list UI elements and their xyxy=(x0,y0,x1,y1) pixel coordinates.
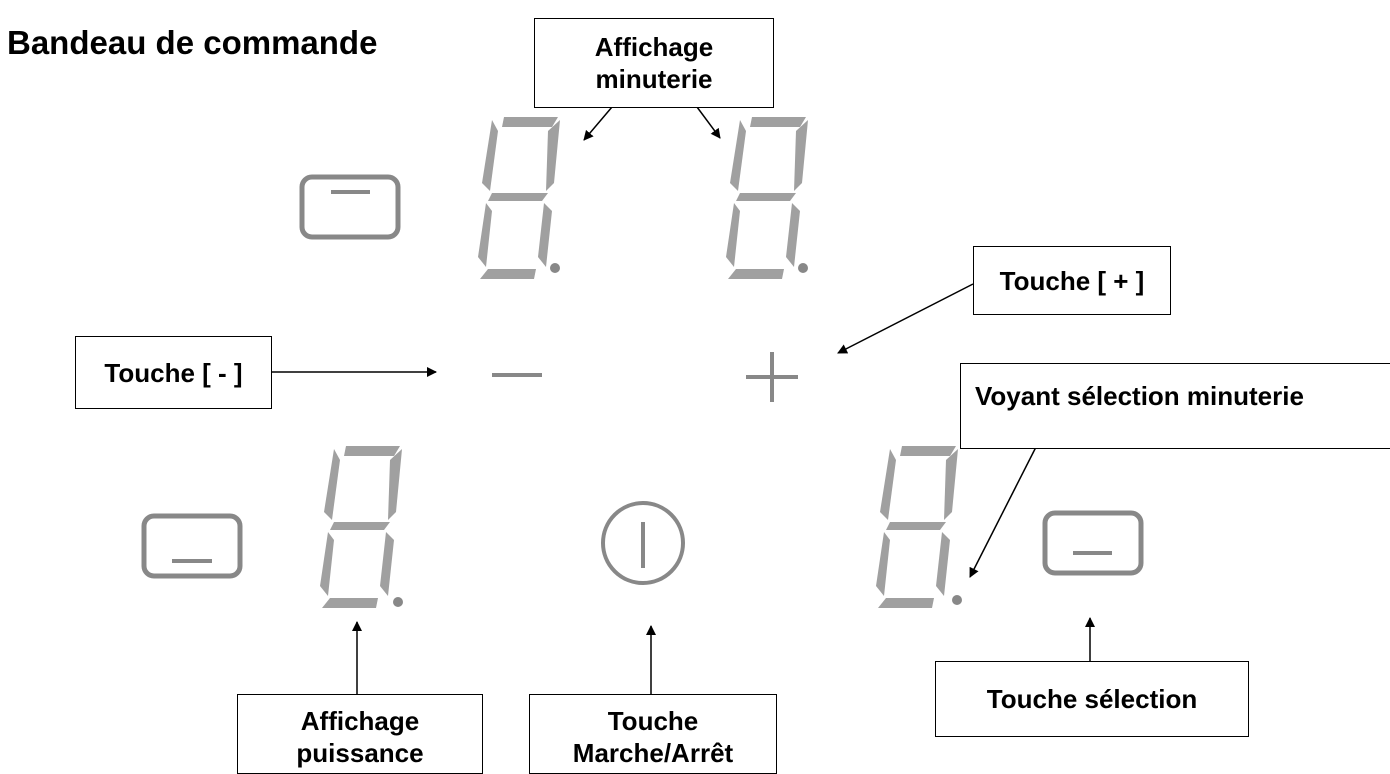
label-touche-marche-arret-line1: Touche xyxy=(607,706,699,736)
selection-key-bottom-right[interactable] xyxy=(1042,510,1144,576)
label-affichage-puissance-line1: Affichage xyxy=(300,706,420,736)
selection-key-bottom-left[interactable] xyxy=(141,513,243,579)
label-affichage-puissance-line2: puissance xyxy=(296,738,424,768)
timer-dot-right xyxy=(798,263,808,273)
timer-digit-left xyxy=(478,117,560,279)
label-affichage-minuterie: Affichage minuterie xyxy=(534,18,774,108)
page-title: Bandeau de commande xyxy=(7,24,378,61)
arrow-timer-left xyxy=(583,106,613,141)
timer-dot-left xyxy=(550,263,560,273)
label-touche-marche-arret: Touche Marche/Arrêt xyxy=(529,694,777,774)
label-affichage-minuterie-line1: Affichage xyxy=(594,32,714,62)
label-affichage-puissance: Affichage puissance xyxy=(237,694,483,774)
arrow-plus xyxy=(837,283,974,354)
label-touche-plus: Touche [ + ] xyxy=(973,246,1171,315)
on-off-key[interactable] xyxy=(601,501,685,585)
timer-digit-right xyxy=(726,117,808,279)
label-affichage-minuterie-line2: minuterie xyxy=(595,64,713,94)
control-panel-diagram xyxy=(141,106,1144,695)
selection-key-top-left[interactable] xyxy=(299,174,401,240)
arrow-selection-led xyxy=(969,446,1037,578)
timer-selection-led xyxy=(952,595,962,605)
label-voyant-selection-minuterie: Voyant sélection minuterie xyxy=(960,363,1390,449)
power-digit xyxy=(320,446,402,608)
label-touche-marche-arret-line2: Marche/Arrêt xyxy=(572,738,734,768)
label-touche-moins: Touche [ - ] xyxy=(75,336,272,409)
selection-digit xyxy=(876,446,958,608)
arrow-timer-right xyxy=(696,106,721,139)
plus-key[interactable] xyxy=(746,352,798,402)
label-touche-selection: Touche sélection xyxy=(935,661,1249,737)
power-dot xyxy=(393,597,403,607)
